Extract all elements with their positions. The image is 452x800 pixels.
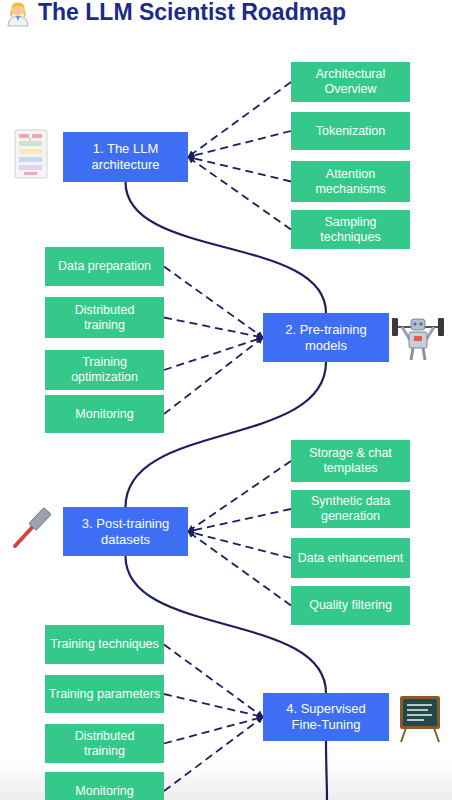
connector: [188, 509, 291, 532]
connector: [164, 318, 263, 338]
topic-box: Training parameters: [45, 675, 164, 713]
topic-box: Distributed training: [45, 297, 164, 338]
topic-box: Tokenization: [291, 112, 410, 150]
robot-icon: [392, 318, 444, 360]
topic-box: Data preparation: [45, 247, 164, 286]
roadmap-tail: [326, 741, 327, 800]
topic-box: Training optimization: [45, 350, 164, 390]
connector: [188, 532, 291, 606]
topic-box: Architectural Overview: [291, 62, 410, 102]
topic-box: Quality filtering: [291, 586, 410, 625]
box-label: Data enhancement: [298, 551, 404, 566]
connector: [164, 645, 263, 718]
box-label: 3. Post-training datasets: [76, 516, 175, 547]
stage-box: 1. The LLM architecture: [63, 132, 188, 182]
topic-box: Synthetic data generation: [291, 490, 410, 528]
connector: [188, 157, 291, 230]
box-label: 1. The LLM architecture: [76, 141, 175, 172]
box-label: Training techniques: [50, 637, 159, 652]
connector: [188, 157, 291, 182]
topic-box: Distributed training: [45, 724, 164, 763]
diagram-title: The LLM Scientist Roadmap: [38, 0, 346, 27]
connector: [164, 338, 263, 415]
box-label: Tokenization: [316, 124, 386, 139]
topic-box: Storage & chat templates: [291, 440, 410, 482]
connector: [188, 532, 291, 559]
topic-box: Monitoring: [45, 395, 164, 433]
connector: [188, 82, 291, 157]
box-label: Sampling techniques: [294, 215, 407, 245]
connector: [164, 717, 263, 791]
connector: [188, 131, 291, 157]
box-label: Architectural Overview: [294, 67, 407, 97]
box-label: Synthetic data generation: [294, 494, 407, 524]
chalkboard-icon: [400, 696, 440, 742]
connector: [164, 267, 263, 338]
stage-box: 2. Pre-training models: [263, 313, 389, 362]
stage-box: 4. Supervised Fine-Tuning: [263, 693, 389, 741]
scientist-icon: [8, 2, 28, 26]
connector: [164, 717, 263, 744]
topic-box: Monitoring: [45, 772, 164, 800]
box-label: Monitoring: [75, 407, 133, 422]
architecture-icon: [15, 130, 47, 178]
stage-box: 3. Post-training datasets: [63, 507, 188, 556]
topic-box: Data enhancement: [291, 538, 410, 578]
connector: [188, 461, 291, 532]
box-label: Monitoring: [75, 784, 133, 799]
box-label: 2. Pre-training models: [276, 322, 376, 353]
box-label: Training optimization: [48, 355, 161, 385]
box-label: Data preparation: [58, 259, 151, 274]
box-label: Distributed training: [53, 303, 156, 333]
box-label: Training parameters: [49, 687, 160, 702]
topic-box: Sampling techniques: [291, 210, 410, 249]
box-label: 4. Supervised Fine-Tuning: [276, 701, 376, 732]
topic-box: Training techniques: [45, 625, 164, 664]
connector: [164, 338, 263, 371]
hammer-icon: [15, 508, 51, 546]
topic-box: Attention mechanisms: [291, 161, 410, 202]
connector: [164, 694, 263, 717]
box-label: Quality filtering: [309, 598, 392, 613]
box-label: Storage & chat templates: [294, 446, 407, 476]
box-label: Distributed training: [53, 729, 156, 759]
box-label: Attention mechanisms: [294, 167, 407, 197]
